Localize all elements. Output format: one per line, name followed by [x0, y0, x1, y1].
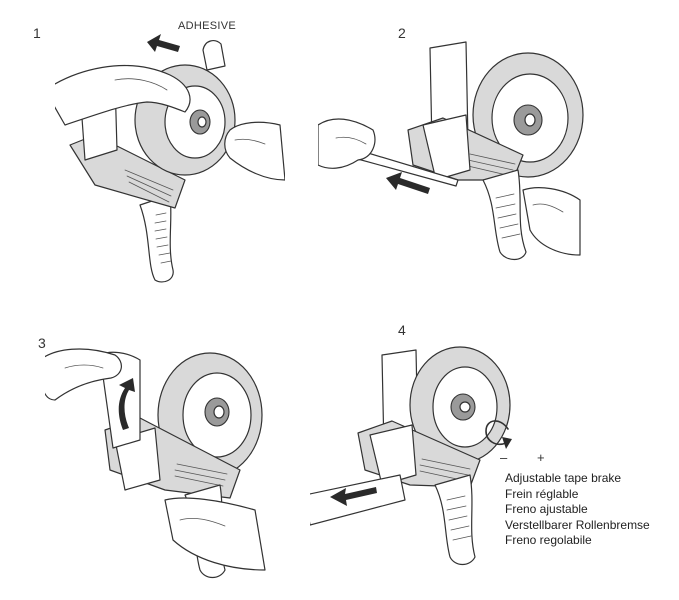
step-3-illustration [45, 348, 266, 579]
brake-label-fr: Frein réglable [505, 486, 579, 501]
arrow-icon [330, 487, 377, 506]
hand-icon [55, 64, 285, 181]
step-number-1: 1 [33, 25, 41, 41]
brake-label-de: Verstellbarer Rollenbremse [505, 517, 650, 532]
tape-dispenser-icon [357, 346, 511, 566]
step-number-3: 3 [38, 335, 46, 351]
step-4-illustration [310, 346, 512, 566]
hand-icon [45, 348, 266, 571]
rotate-arrow-icon [485, 420, 512, 449]
brake-plus-sign: + [537, 450, 545, 465]
step-1-illustration [55, 34, 285, 283]
step-number-4: 4 [398, 322, 406, 338]
adhesive-label: ADHESIVE [178, 20, 237, 32]
brake-label-es: Freno ajustable [505, 502, 588, 516]
brake-minus-sign: – [500, 450, 508, 465]
step-2-illustration [318, 41, 584, 261]
arrow-icon [386, 172, 430, 194]
arrow-icon [118, 378, 135, 430]
brake-label-list: Adjustable tape brake Frein réglable Fre… [505, 471, 650, 549]
tape-dispenser-icon [407, 41, 584, 261]
brake-label-en: Adjustable tape brake [505, 471, 622, 485]
hand-icon [318, 118, 581, 256]
brake-label-it: Freno regolabile [505, 533, 592, 547]
step-number-2: 2 [398, 25, 406, 41]
arrow-icon [147, 34, 180, 52]
